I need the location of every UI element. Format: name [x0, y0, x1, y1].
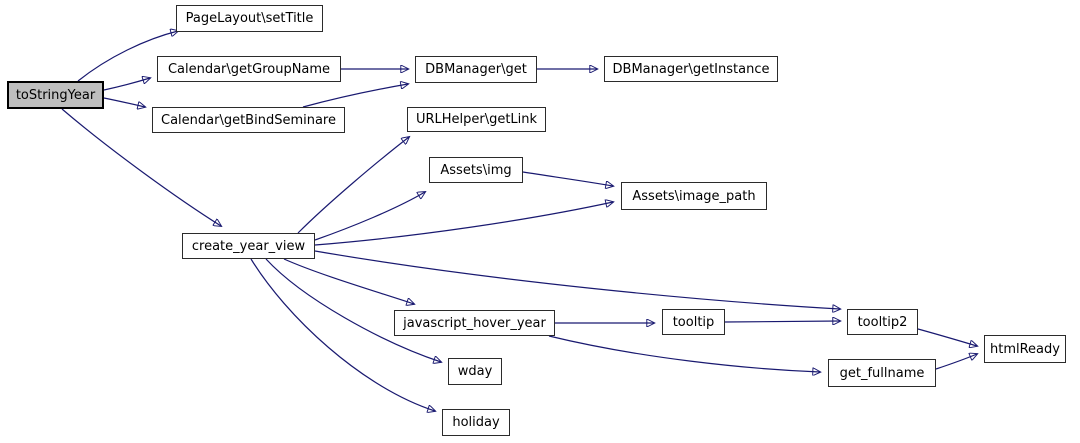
edge-create-year-view-wday [265, 258, 441, 362]
edge-create-year-view-assets-img [314, 192, 425, 241]
node-create-year-view[interactable]: create_year_view [182, 233, 315, 259]
edge-tostringyear-calendar-getbindseminare [103, 97, 145, 107]
edge-create-year-view-tooltip2 [314, 250, 840, 309]
node-calendar-getbindseminare[interactable]: Calendar\getBindSeminare [152, 107, 345, 133]
edge-javascript-hover-year-get-fullname [548, 335, 820, 372]
node-calendar-getgroupname[interactable]: Calendar\getGroupName [157, 56, 341, 82]
node-tooltip[interactable]: tooltip [662, 309, 725, 335]
edge-create-year-view-urlhelper-getlink [297, 137, 409, 234]
edge-tostringyear-create-year-view [61, 108, 221, 226]
edge-tostringyear-pagelayout-settitle [77, 31, 178, 82]
node-htmlready[interactable]: htmlReady [984, 335, 1066, 363]
node-tostringyear[interactable]: toStringYear [7, 81, 104, 109]
edge-assets-img-assets-image-path [522, 171, 613, 186]
node-tooltip2[interactable]: tooltip2 [847, 309, 918, 335]
node-urlhelper-getlink[interactable]: URLHelper\getLink [407, 107, 546, 132]
edge-calendar-getbindseminare-dbmanager-get [302, 84, 408, 108]
node-get-fullname[interactable]: get_fullname [828, 359, 936, 387]
node-dbmanager-get[interactable]: DBManager\get [415, 56, 537, 83]
edge-create-year-view-assets-image-path [314, 202, 613, 246]
node-pagelayout-settitle[interactable]: PageLayout\setTitle [176, 5, 323, 32]
node-assets-img[interactable]: Assets\img [429, 157, 523, 183]
node-holiday[interactable]: holiday [442, 409, 510, 436]
node-javascript-hover-year[interactable]: javascript_hover_year [394, 310, 555, 336]
edge-get-fullname-htmlready [935, 354, 977, 370]
node-wday[interactable]: wday [448, 358, 502, 385]
edge-tostringyear-calendar-getgroupname [103, 78, 150, 91]
edge-create-year-view-javascript-hover-year [283, 258, 414, 304]
edge-tooltip-tooltip2 [724, 321, 840, 322]
edge-tooltip2-htmlready [917, 328, 977, 346]
edge-create-year-view-holiday [250, 258, 435, 411]
node-dbmanager-getinstance[interactable]: DBManager\getInstance [604, 56, 778, 82]
node-assets-image-path[interactable]: Assets\image_path [621, 182, 767, 210]
